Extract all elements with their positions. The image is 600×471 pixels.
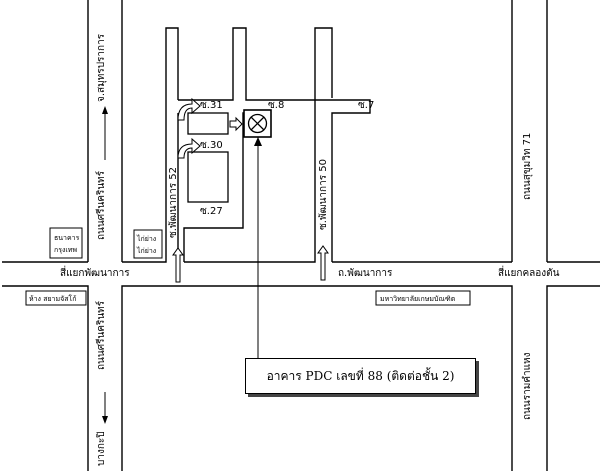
direction-arrow-icon	[102, 106, 108, 424]
khlong-tan-junction-label: สี่แยกคลองตัน	[498, 265, 560, 279]
university-landmark: มหาวิทยาลัยเกษมบัณฑิต	[375, 290, 471, 306]
soi27-label: ซ.27	[200, 206, 223, 217]
bank-landmark: ธนาคาร กรุงเทพ	[49, 227, 83, 259]
bangkapi-direction-label: บางกะปิ	[96, 431, 107, 466]
svg-text:ไก่ย่าง: ไก่ย่าง	[136, 246, 156, 255]
soi7-label: ซ.7	[358, 100, 374, 111]
kfc-landmark: ไก่ย่าง ไก่ย่าง	[133, 229, 163, 259]
srinakarin-north-label: ถนนศรีนครินทร์	[95, 170, 107, 240]
srinakarin-south-label: ถนนศรีนครินทร์	[95, 300, 107, 370]
callout-leader-line	[254, 137, 262, 358]
sukhumvit71-label: ถนนสุขุมวิท 71	[522, 133, 533, 200]
svg-text:มหาวิทยาลัยเกษมบัณฑิต: มหาวิทยาลัยเกษมบัณฑิต	[380, 295, 456, 303]
turn-arrow-icon	[177, 97, 201, 159]
pdc-building-callout: อาคาร PDC เลขที่ 88 (ติดต่อชั้น 2)	[245, 358, 476, 394]
svg-text:ธนาคาร: ธนาคาร	[54, 234, 80, 242]
mall-landmark: ห้าง สยามจัสโก้	[25, 290, 87, 306]
soi30-label: ซ.30	[200, 140, 223, 151]
sukhumvit71-road	[511, 0, 548, 262]
svg-text:ห้าง สยามจัสโก้: ห้าง สยามจัสโก้	[29, 294, 76, 303]
soi31-label: ซ.31	[200, 100, 223, 111]
pattanakarn-road	[2, 27, 600, 471]
pdc-building-marker[interactable]	[243, 109, 272, 138]
svg-text:ไก่ย่าง: ไก่ย่าง	[136, 234, 156, 243]
soi50-label: ซ.พัฒนาการ 50	[318, 159, 329, 230]
entrance-arrow-icon	[229, 116, 243, 132]
svg-text:กรุงเทพ: กรุงเทพ	[54, 246, 77, 254]
ramkhamhaeng-label: ถนนรามคำแหง	[522, 352, 533, 420]
pattanakarn-junction-label: สี่แยกพัฒนาการ	[60, 265, 130, 279]
up-arrow-icon	[172, 245, 329, 283]
srinakarin-road	[87, 0, 123, 262]
pattanakarn-road-label: ถ.พัฒนาการ	[338, 268, 393, 279]
soi8-label: ซ.8	[268, 100, 284, 111]
soi52-label: ซ.พัฒนาการ 52	[168, 167, 179, 238]
sukhumvit-direction-label: จ.สมุทรปราการ	[96, 33, 107, 102]
